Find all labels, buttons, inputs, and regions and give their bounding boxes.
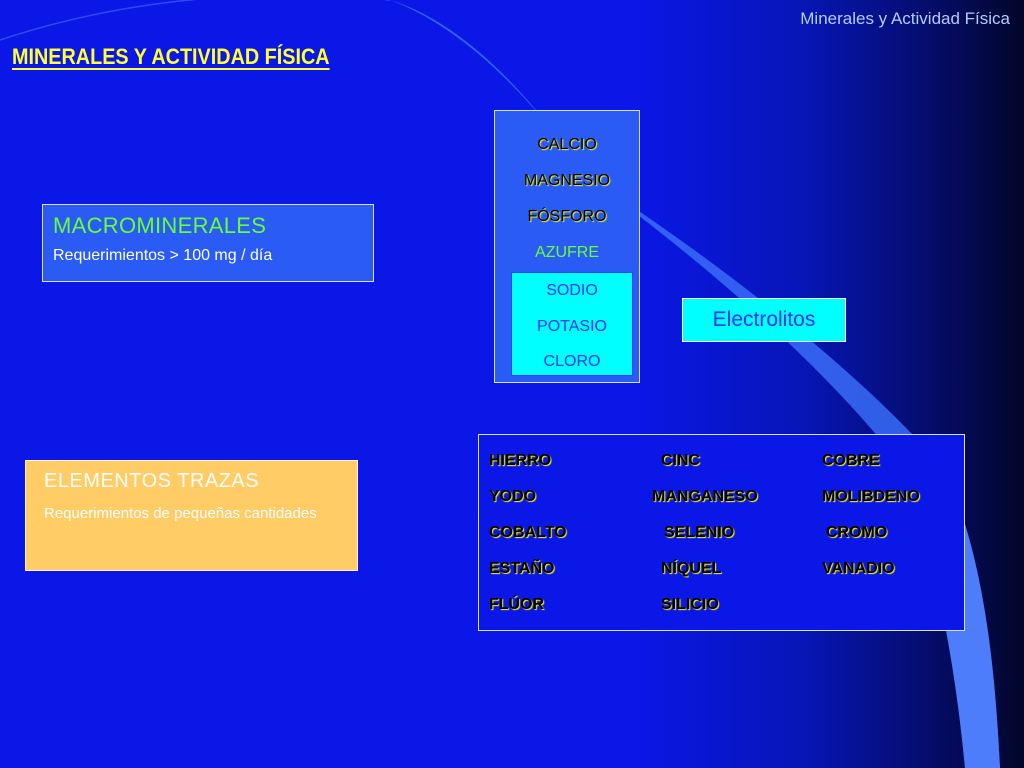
mineral-item: MAGNESIO <box>523 172 611 189</box>
trace-elements-table: HIERRO CINC COBRE YODO MANGANESO MOLIBDE… <box>478 434 965 631</box>
trace-element: FLÚOR <box>489 596 545 613</box>
mineral-item: AZUFRE <box>535 244 599 261</box>
electrolytes-box: SODIO POTASIO CLORO <box>511 272 633 376</box>
electrolyte-item: POTASIO <box>537 318 607 335</box>
trace-element: COBRE <box>822 452 880 469</box>
electrolyte-item: CLORO <box>543 353 601 370</box>
macrominerales-box: MACROMINERALES Requerimientos > 100 mg /… <box>42 204 374 282</box>
trace-element: HIERRO <box>489 452 552 469</box>
elementos-trazas-box: ELEMENTOS TRAZAS Requerimientos de peque… <box>25 460 358 571</box>
trace-element: MANGANESO <box>652 488 758 505</box>
electrolitos-label: Electrolitos <box>682 298 846 342</box>
trace-element: SELENIO <box>664 524 735 541</box>
trace-element: VANADIO <box>822 560 895 577</box>
elementos-trazas-title: ELEMENTOS TRAZAS <box>44 470 260 492</box>
macrominerales-requirement: Requerimientos > 100 mg / día <box>53 247 273 264</box>
trace-element: YODO <box>489 488 537 505</box>
trace-element: CINC <box>661 452 701 469</box>
macrominerals-list: CALCIO MAGNESIO FÓSFORO AZUFRE SODIO POT… <box>494 110 640 383</box>
macrominerales-title: MACROMINERALES <box>53 213 267 238</box>
header-title: Minerales y Actividad Física <box>800 9 1010 28</box>
trace-element: MOLIBDENO <box>822 488 920 505</box>
mineral-item: FÓSFORO <box>527 208 607 225</box>
trace-element: ESTAÑO <box>489 560 555 577</box>
mineral-item: CALCIO <box>537 136 597 153</box>
electrolyte-item: SODIO <box>546 282 598 299</box>
trace-element: CROMO <box>826 524 888 541</box>
trace-element: SILICIO <box>661 596 719 613</box>
trace-element: NÍQUEL <box>661 560 722 577</box>
elementos-trazas-requirement: Requerimientos de pequeñas cantidades <box>44 505 317 522</box>
page-title: MINERALES Y ACTIVIDAD FÍSICA <box>12 44 330 69</box>
trace-element: COBALTO <box>489 524 567 541</box>
